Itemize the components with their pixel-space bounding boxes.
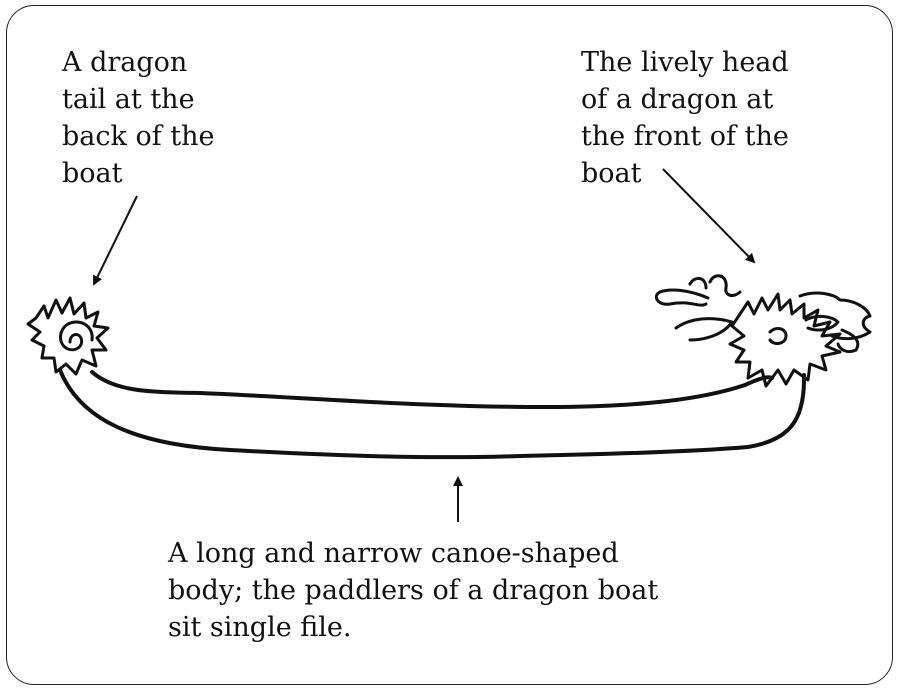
head-label: The lively head of a dragon at the front… [581,44,851,192]
dragon-head [656,276,870,386]
tail-label: A dragon tail at the back of the boat [62,44,292,192]
body-label: A long and narrow canoe-shaped body; the… [168,535,788,646]
arrow-to-tail [94,196,137,284]
dragon-tail [28,298,108,374]
boat-hull [60,370,804,457]
